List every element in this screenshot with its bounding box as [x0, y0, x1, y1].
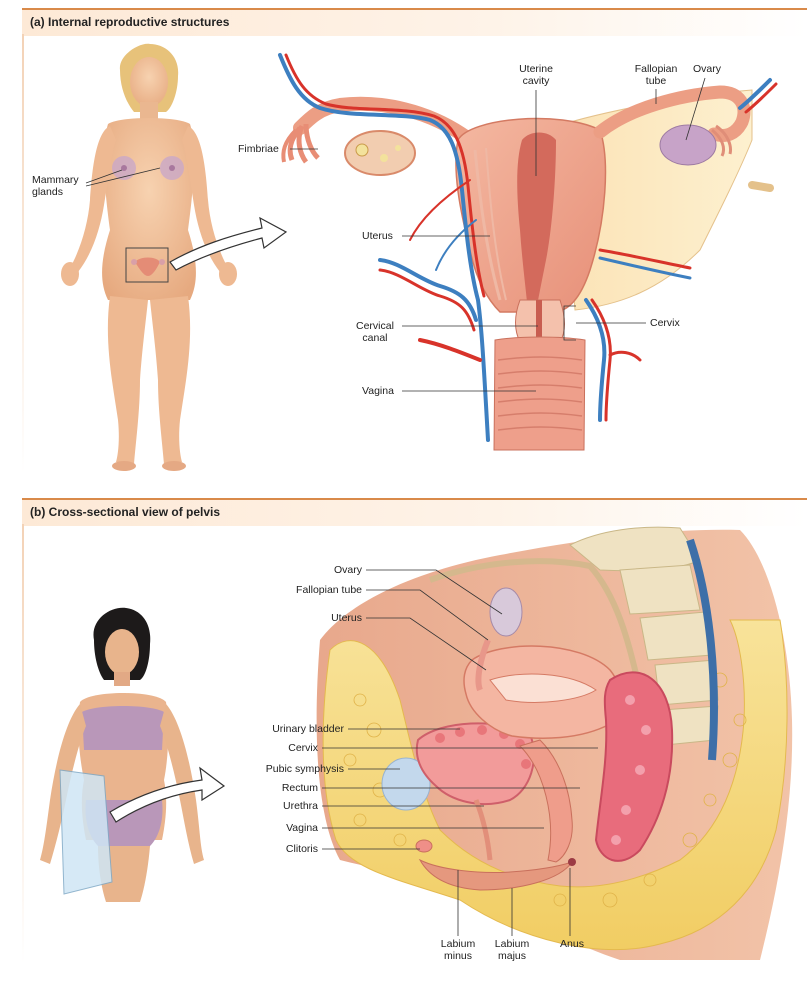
woman-hair — [93, 607, 151, 680]
label-urethra: Urethra — [282, 800, 318, 812]
rectum-illustration — [594, 671, 674, 862]
pelvis-skin — [316, 529, 793, 960]
urethra-illustration — [473, 799, 493, 861]
uterus-detail — [278, 53, 778, 451]
right-ovary — [659, 124, 717, 166]
label-uterine-cavity: Uterine cavity — [519, 63, 553, 87]
figure-left-arm — [70, 126, 116, 272]
female-figure-front — [61, 43, 237, 471]
figure-head — [130, 57, 168, 107]
anus-illustration — [568, 858, 576, 866]
label-cervical-canal: Cervical canal — [356, 320, 394, 344]
label-vagina-b: Vagina — [286, 822, 318, 834]
left-ovary-section — [344, 130, 416, 176]
pelvis-cross-section — [316, 526, 793, 960]
blood-vessels-right — [584, 78, 778, 422]
label-labium-majus: Labium majus — [494, 938, 530, 962]
label-urinary-bladder: Urinary bladder — [272, 723, 344, 735]
label-ovary-b: Ovary — [333, 564, 362, 576]
figure-right-arm — [182, 126, 228, 272]
cervical-canal — [536, 300, 542, 342]
label-fimbriae: Fimbriae — [238, 143, 279, 155]
woman-top — [82, 706, 164, 750]
panel-a-zoom-arrow — [169, 216, 288, 271]
label-fallopian-tube-b: Fallopian tube — [296, 584, 362, 596]
panel-b-left-rule — [22, 524, 24, 964]
label-clitoris: Clitoris — [285, 843, 318, 855]
panel-a-illustration — [61, 43, 778, 471]
label-labium-minus: Labium minus — [440, 938, 476, 962]
left-fallopian-tube — [293, 96, 477, 147]
panel-b-header: (b) Cross-sectional view of pelvis — [22, 498, 807, 526]
figure-left-leg — [107, 296, 148, 464]
fimbriae-illustration — [281, 123, 320, 164]
ovary-b-illustration — [489, 587, 523, 637]
panel-a-leader-lines — [85, 77, 706, 392]
label-rectum: Rectum — [281, 782, 318, 794]
label-mammary-glands: Mammary glands — [32, 174, 79, 198]
label-cervix-b: Cervix — [288, 742, 318, 754]
label-vagina-a: Vagina — [362, 385, 394, 397]
urinary-bladder-illustration — [415, 722, 535, 806]
woman-bottom — [85, 800, 163, 846]
female-figure-photo — [40, 607, 204, 902]
label-ovary-a: Ovary — [692, 63, 722, 75]
section-plane — [59, 769, 113, 895]
panel-b-zoom-arrow — [109, 766, 226, 823]
vagina-section — [519, 739, 573, 863]
mammary-glands — [112, 156, 184, 180]
clitoris-illustration — [415, 839, 433, 853]
figure-right-leg — [150, 296, 191, 464]
right-fallopian-tube — [593, 85, 751, 142]
pubic-symphysis-illustration — [381, 757, 431, 811]
label-uterus-b: Uterus — [331, 612, 362, 624]
panel-a-header: (a) Internal reproductive structures — [22, 8, 807, 36]
label-pubic-symphysis: Pubic symphysis — [265, 763, 344, 775]
label-anus: Anus — [560, 938, 584, 950]
pelvis-highlight-box — [125, 247, 169, 283]
labia-illustration — [418, 858, 574, 891]
label-uterus-a: Uterus — [362, 230, 393, 242]
uterus-section — [463, 645, 622, 739]
uterine-cavity — [517, 132, 556, 312]
panel-a-title: (a) Internal reproductive structures — [30, 15, 230, 29]
vagina-illustration — [493, 336, 586, 451]
panel-b-leader-lines — [322, 569, 598, 936]
sacrum-vertebrae — [569, 526, 719, 761]
label-cervix-a: Cervix — [650, 317, 680, 329]
label-fallopian-tube-a: Fallopian tube — [634, 63, 678, 87]
panel-b-title: (b) Cross-sectional view of pelvis — [30, 505, 221, 519]
blood-vessels-left — [278, 53, 490, 442]
panel-a-left-rule — [22, 34, 24, 474]
fat-layer — [322, 619, 788, 950]
